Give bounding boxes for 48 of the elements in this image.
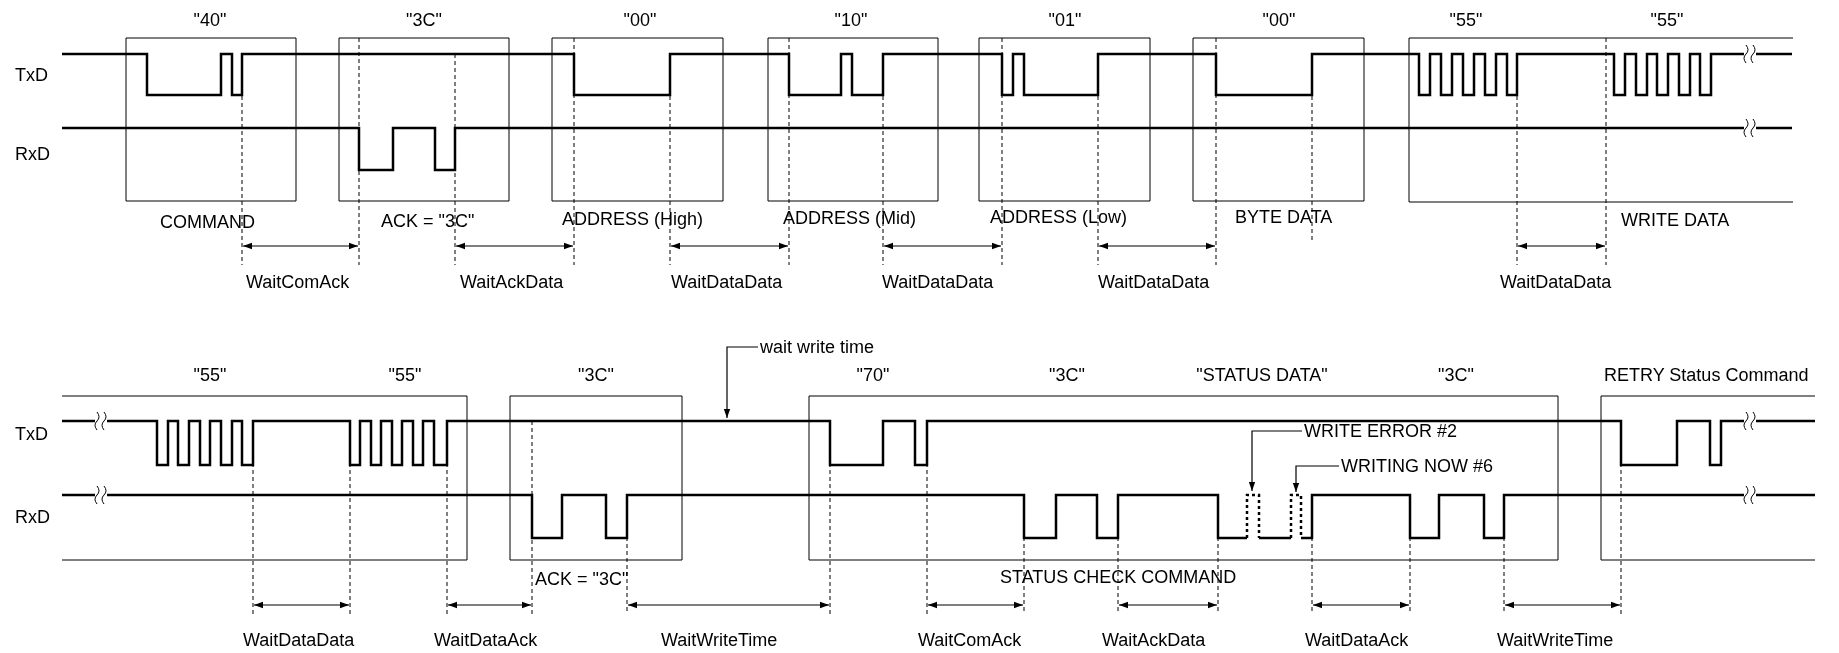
frame-caption: RETRY Status Command (1604, 366, 1809, 384)
timing-label: WaitWriteTime (1497, 631, 1614, 649)
timing-label: WaitAckData (1102, 631, 1206, 649)
byte-value: "70" (856, 366, 890, 384)
timing-label: WaitDataAck (434, 631, 538, 649)
timing-label: WaitWriteTime (661, 631, 778, 649)
frame-caption: ACK = "3C" (535, 570, 629, 588)
timing-label: WaitDataData (1500, 273, 1612, 291)
timing-label: WaitDataData (243, 631, 355, 649)
timing-label: WaitDataData (671, 273, 783, 291)
byte-value: "55" (1449, 11, 1483, 29)
frame-caption: ADDRESS (Low) (990, 208, 1128, 226)
signal-name: TxD (15, 425, 48, 443)
leader-line (1292, 465, 1340, 493)
byte-value: "55" (388, 366, 422, 384)
timing-label: WaitComAck (246, 273, 350, 291)
byte-value: "00" (1262, 11, 1296, 29)
byte-value: "3C" (578, 366, 614, 384)
timing-label: WaitDataData (882, 273, 994, 291)
leader-line (723, 346, 759, 419)
byte-value: "55" (193, 366, 227, 384)
signal-name: RxD (15, 145, 50, 163)
byte-value: "3C" (1438, 366, 1474, 384)
frame-caption: BYTE DATA (1235, 208, 1333, 226)
callout-text: WRITE ERROR #2 (1304, 422, 1458, 440)
timing-label: WaitDataAck (1305, 631, 1409, 649)
callout-text: WRITING NOW #6 (1341, 457, 1493, 475)
timing-label: WaitDataData (1098, 273, 1210, 291)
frame-caption: STATUS CHECK COMMAND (1000, 568, 1237, 586)
byte-value: "3C" (1049, 366, 1085, 384)
callout-text: wait write time (760, 338, 875, 356)
timing-label: WaitAckData (460, 273, 564, 291)
frame-caption: WRITE DATA (1621, 211, 1730, 229)
signal-name: RxD (15, 508, 50, 526)
byte-value: "3C" (406, 11, 442, 29)
byte-value: "01" (1048, 11, 1082, 29)
leader-line (1248, 430, 1303, 492)
frame-caption: ADDRESS (High) (562, 210, 704, 228)
signal-name: TxD (15, 66, 48, 84)
frame-caption: COMMAND (160, 213, 255, 231)
byte-value: "STATUS DATA" (1196, 366, 1328, 384)
byte-value: "55" (1650, 11, 1684, 29)
byte-value: "00" (623, 11, 657, 29)
timing-label: WaitComAck (918, 631, 1022, 649)
byte-value: "40" (193, 11, 227, 29)
byte-value: "10" (834, 11, 868, 29)
frame-caption: ADDRESS (Mid) (783, 209, 916, 227)
frame-caption: ACK = "3C" (381, 212, 475, 230)
